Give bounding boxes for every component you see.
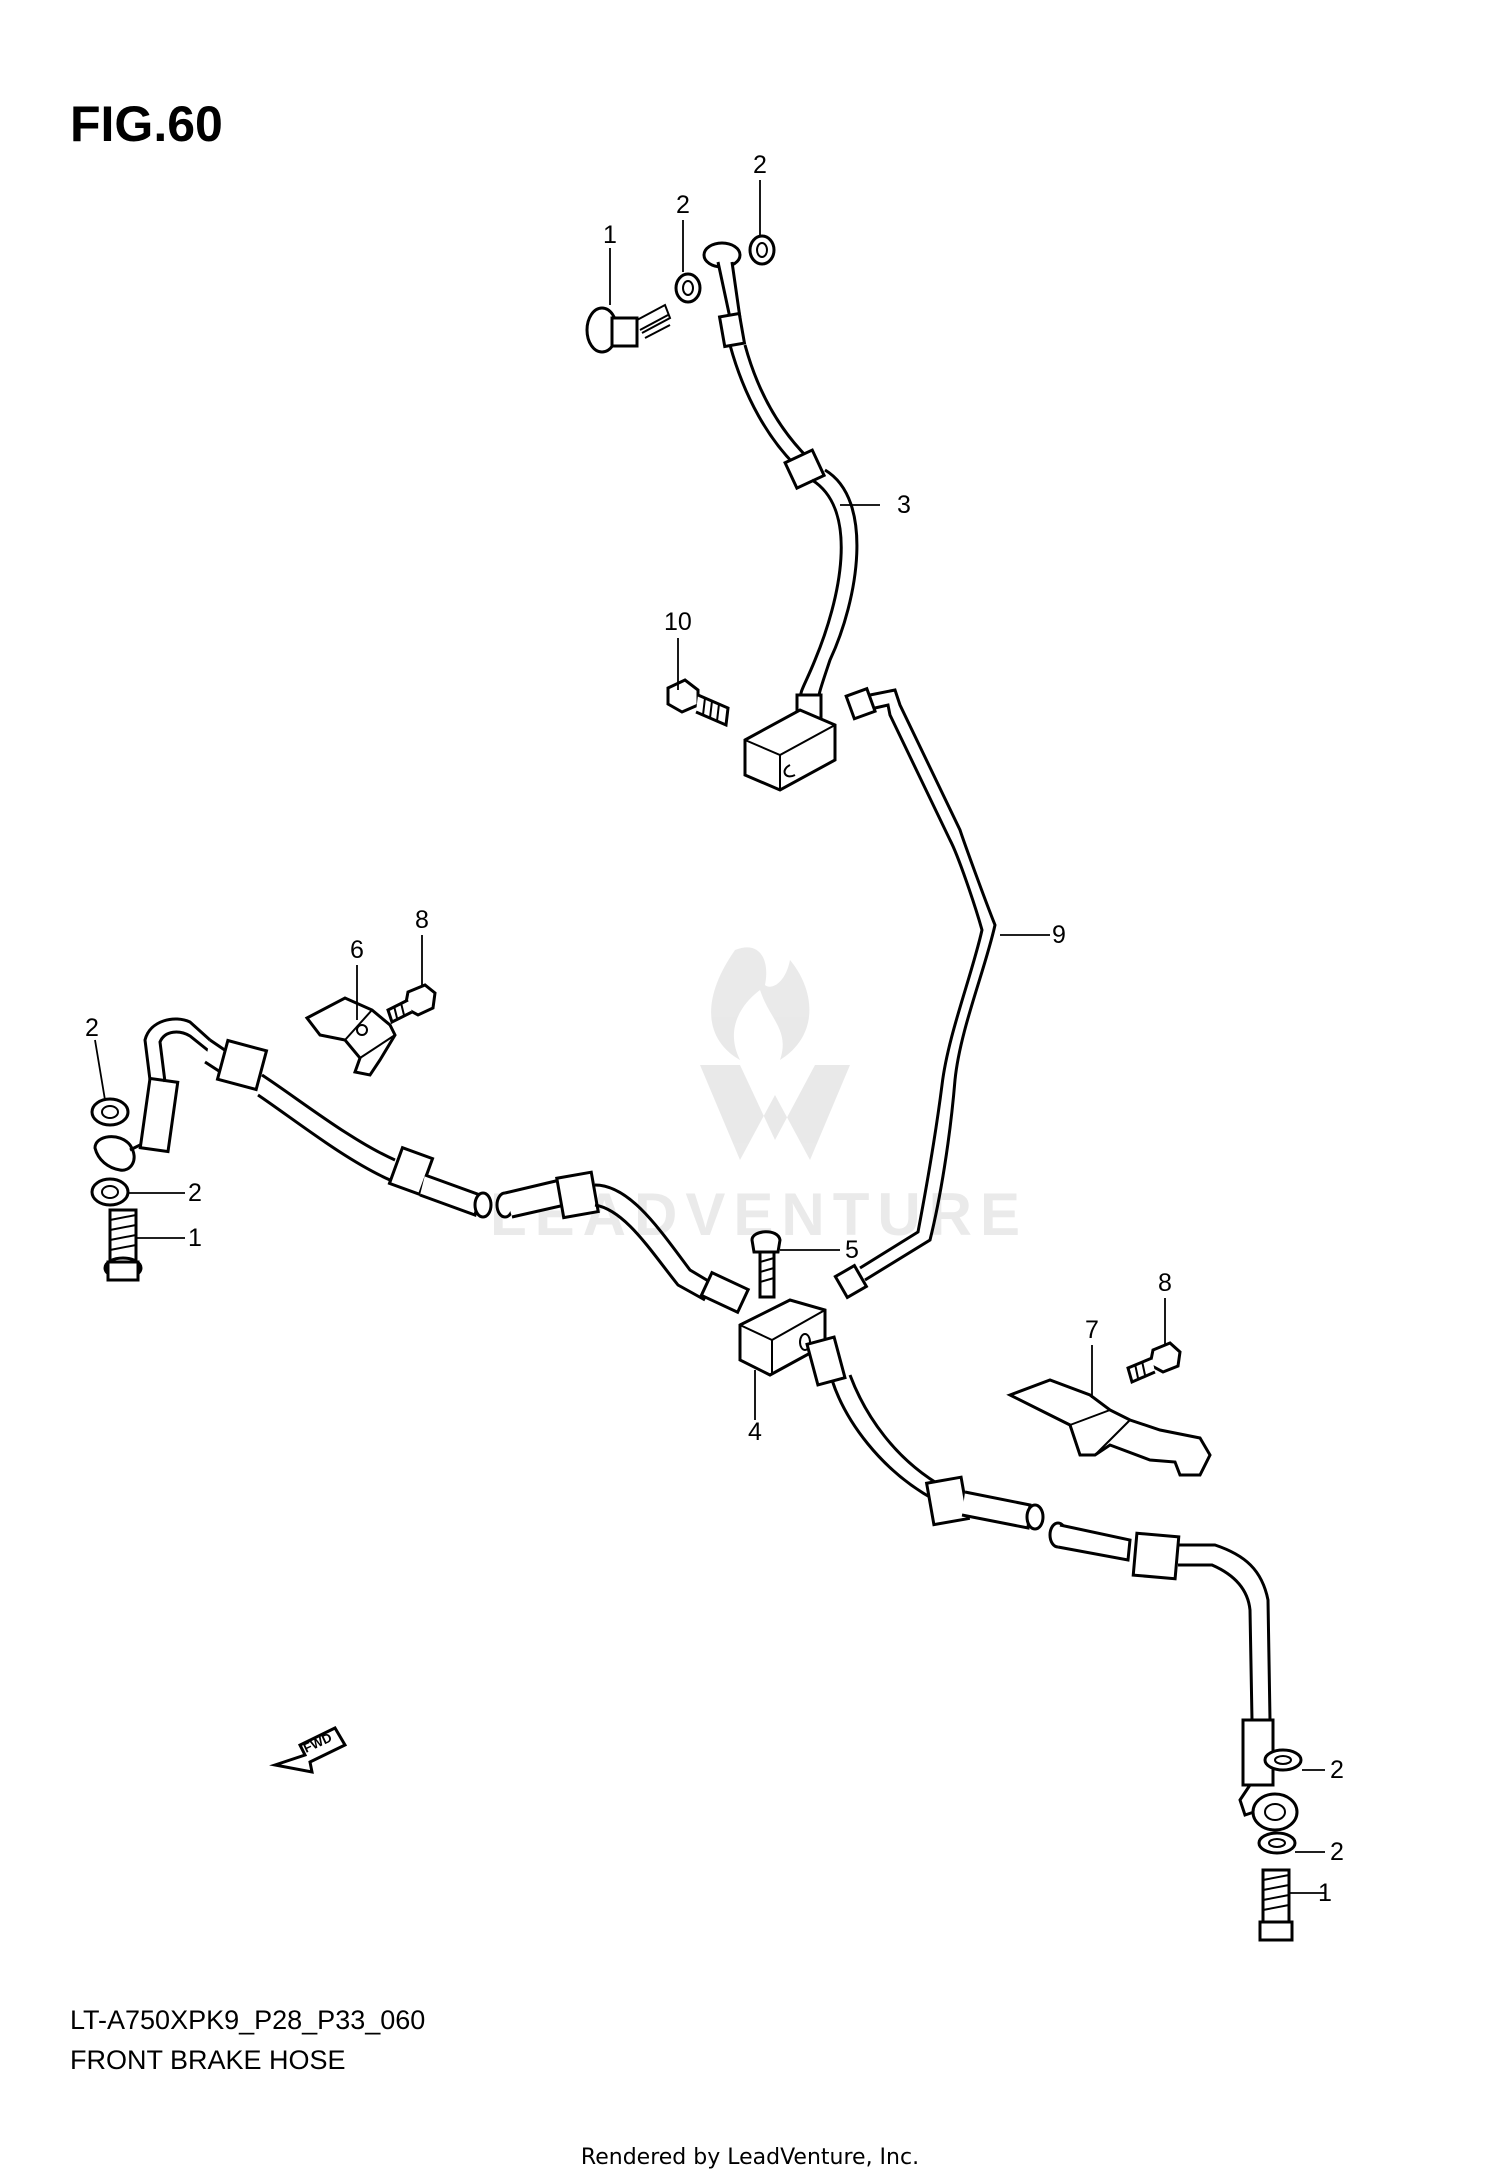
callout-5: 5 xyxy=(845,1236,859,1264)
callout-4: 4 xyxy=(748,1418,762,1446)
bolt-5 xyxy=(750,1230,782,1299)
clamp-6 xyxy=(304,996,397,1077)
callout-9: 9 xyxy=(1052,921,1066,949)
callout-2-left-bottom: 2 xyxy=(188,1179,202,1207)
model-code: LT-A750XPK9_P28_P33_060 xyxy=(70,2005,426,2035)
callout-1-right: 1 xyxy=(1318,1879,1332,1907)
callout-2-top-left: 2 xyxy=(676,191,690,219)
joint-block-upper xyxy=(743,708,837,792)
washer-top-2 xyxy=(748,234,776,266)
washer-right-1 xyxy=(1263,1748,1303,1772)
callout-labels: 1 2 2 3 10 9 6 8 2 2 1 5 4 7 8 2 2 1 xyxy=(85,151,1344,1907)
clamp-7 xyxy=(1006,1378,1212,1477)
brake-pipe-9 xyxy=(833,686,997,1300)
figure-title: FIG.60 xyxy=(70,96,223,152)
callout-8-left: 8 xyxy=(415,906,429,934)
leader-lines xyxy=(94,180,1325,1894)
render-credit: Rendered by LeadVenture, Inc. xyxy=(580,2145,920,2170)
bolt-8-right xyxy=(1126,1341,1182,1385)
bolt-10 xyxy=(666,678,730,728)
callout-2-right-top: 2 xyxy=(1330,1756,1344,1784)
callout-2-left-top: 2 xyxy=(85,1014,99,1042)
watermark-logo-icon xyxy=(700,947,850,1160)
callout-7: 7 xyxy=(1085,1316,1099,1344)
banjo-bolt-left xyxy=(103,1208,143,1282)
callout-6: 6 xyxy=(350,936,364,964)
bolt-8-left xyxy=(386,983,437,1025)
figure-description: FRONT BRAKE HOSE xyxy=(70,2045,346,2075)
callout-8-right: 8 xyxy=(1158,1269,1172,1297)
callout-1-left: 1 xyxy=(188,1224,202,1252)
callout-2-right-bottom: 2 xyxy=(1330,1838,1344,1866)
callout-2-top-right: 2 xyxy=(753,151,767,179)
joint-block-4 xyxy=(738,1298,827,1377)
brake-hose-upper xyxy=(702,241,859,729)
callout-3: 3 xyxy=(897,491,911,519)
washer-top-1 xyxy=(674,272,702,304)
brake-hose-left xyxy=(90,1017,751,1315)
washer-right-2 xyxy=(1257,1831,1297,1855)
fwd-arrow-icon: FWD xyxy=(269,1726,348,1774)
callout-10: 10 xyxy=(664,608,692,636)
banjo-bolt-right xyxy=(1258,1868,1294,1942)
banjo-bolt-top xyxy=(585,303,672,354)
callout-1-top: 1 xyxy=(603,221,617,249)
brake-hose-right xyxy=(805,1335,1299,1832)
